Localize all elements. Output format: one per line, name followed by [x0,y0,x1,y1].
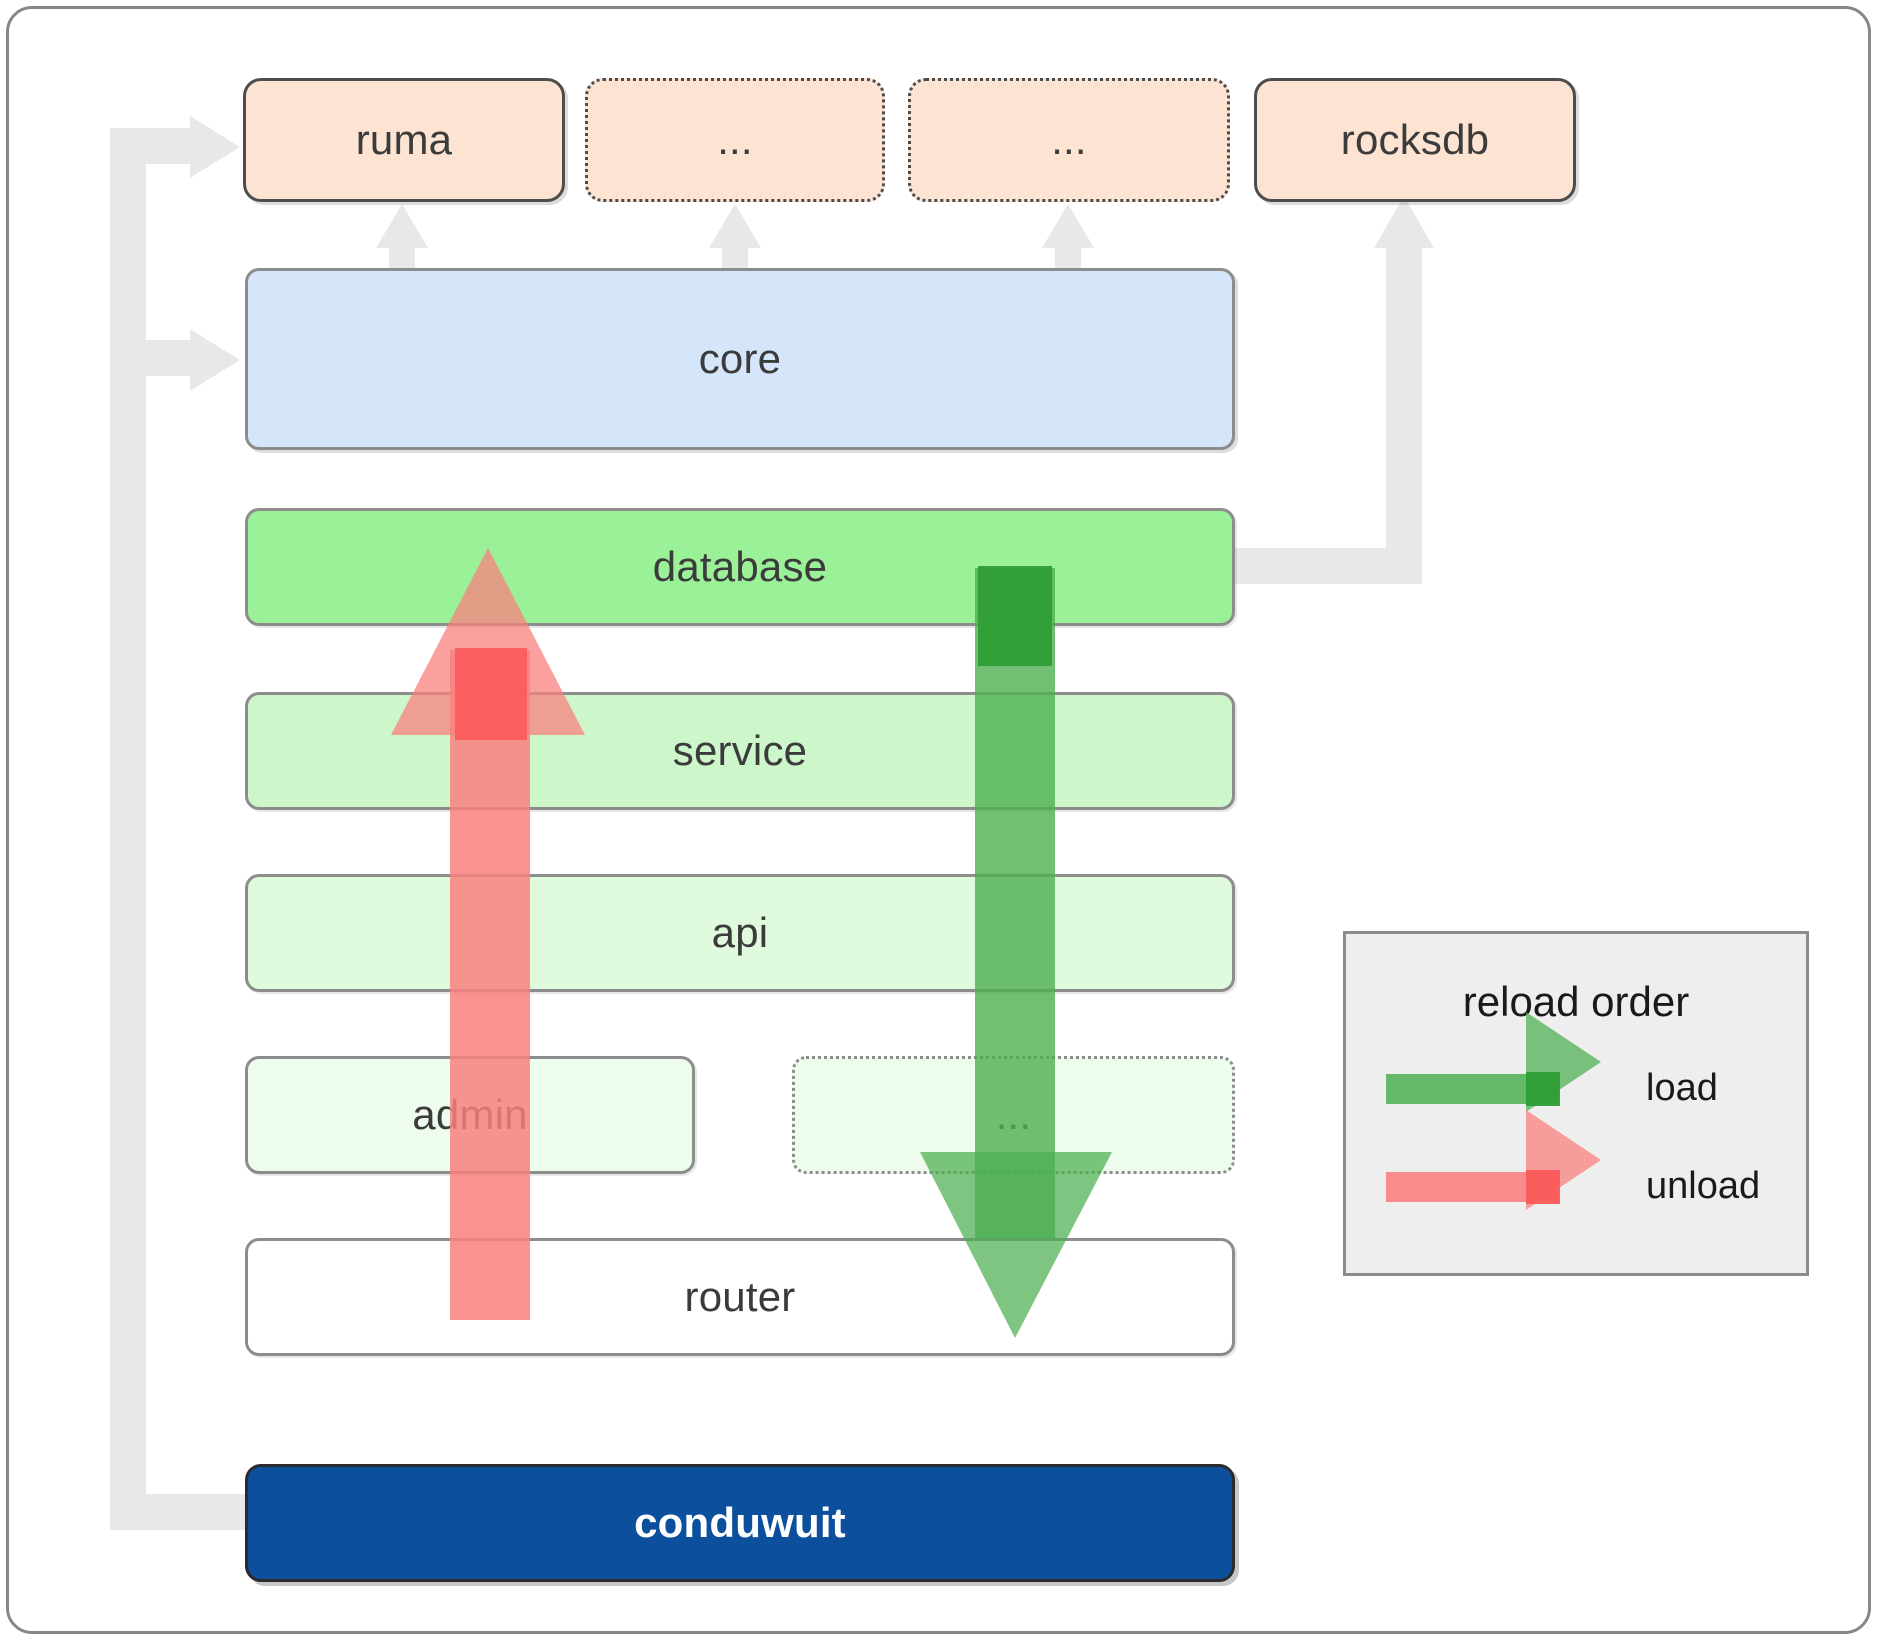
load-arrow-icon [1386,1012,1601,1112]
legend-arrow-icons [1386,1012,1601,1210]
node-database-label: database [652,543,828,590]
core-to-dependency-arrows [376,204,1094,272]
node-database[interactable]: database [245,508,1235,626]
arrowhead-to-ruma [190,116,240,178]
unload-arrow-icon [1386,1110,1601,1210]
node-service[interactable]: service [245,692,1235,810]
node-router[interactable]: router [245,1238,1235,1356]
arrow-core-to-ellipsis-1 [709,204,761,272]
node-dep-ellipsis-2-label: ... [1051,116,1087,163]
node-ruma-label: ruma [355,116,453,163]
legend-box: reload order load unload [1343,931,1809,1276]
node-conduwuit[interactable]: conduwuit [245,1464,1235,1582]
connector-conduwuit-to-deps [110,128,250,1530]
node-rocksdb-label: rocksdb [1340,116,1490,163]
node-conduwuit-label: conduwuit [634,1499,846,1546]
legend-label-unload: unload [1646,1165,1761,1207]
node-admin-label: admin [412,1091,528,1138]
node-rocksdb[interactable]: rocksdb [1254,78,1576,202]
node-sub-ellipsis[interactable]: ... [792,1056,1235,1174]
node-admin[interactable]: admin [245,1056,695,1174]
arrow-core-to-ellipsis-2 [1042,204,1094,272]
node-ruma[interactable]: ruma [243,78,565,202]
node-router-label: router [684,1273,796,1320]
node-dep-ellipsis-2[interactable]: ... [908,78,1230,202]
node-service-label: service [672,727,808,774]
connector-database-to-rocksdb [1230,236,1422,584]
node-dep-ellipsis-1[interactable]: ... [585,78,885,202]
arrowhead-to-core [190,329,240,391]
node-core[interactable]: core [245,268,1235,450]
node-api-label: api [711,909,769,956]
node-api[interactable]: api [245,874,1235,992]
node-core-label: core [698,335,782,382]
arrowhead-to-rocksdb [1374,196,1434,248]
legend-title: reload order [1462,978,1690,1025]
legend-label-load: load [1646,1067,1718,1109]
arrow-core-to-ruma [376,204,428,272]
node-sub-ellipsis-label: ... [995,1091,1032,1138]
node-dep-ellipsis-1-label: ... [717,116,753,163]
